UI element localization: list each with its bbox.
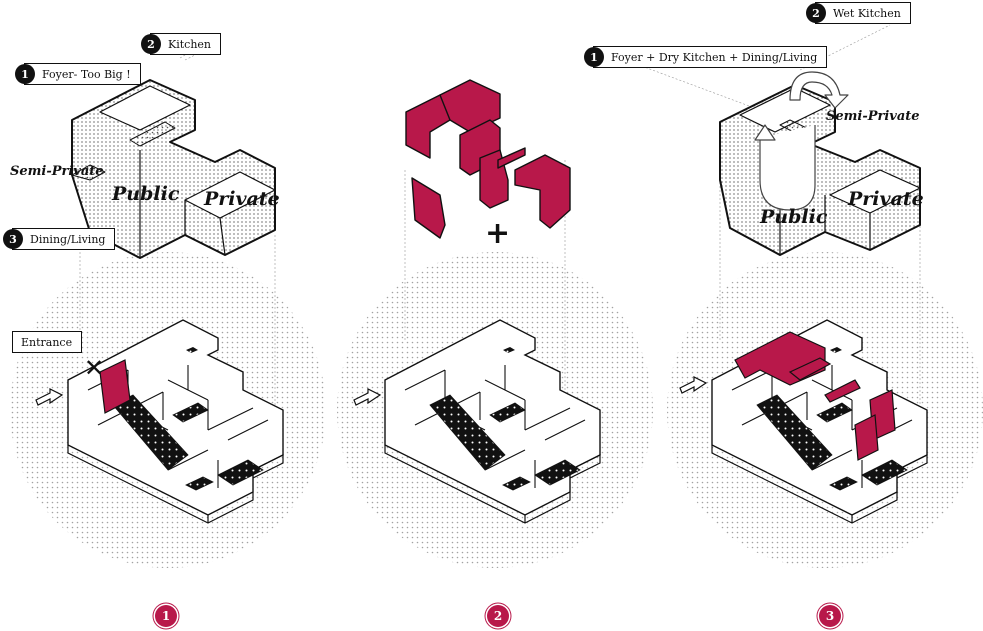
plus-sign: + bbox=[485, 216, 511, 251]
red-furniture-on-plan-3 bbox=[734, 331, 896, 461]
zone-public-3: Public bbox=[760, 206, 828, 228]
callout-wet-kitchen: 2 Wet Kitchen bbox=[806, 2, 911, 24]
entrance-label: Entrance bbox=[12, 331, 83, 353]
cross-mark-icon: ✕ bbox=[84, 354, 105, 382]
callout-kitchen: 2 Kitchen bbox=[141, 33, 221, 55]
entrance-arrow-icon bbox=[35, 376, 708, 406]
zone-private-1: Private bbox=[204, 188, 280, 210]
red-wall-panel-1 bbox=[99, 359, 131, 414]
callout-foyer-dry-kitchen: 1 Foyer + Dry Kitchen + Dining/Living bbox=[584, 46, 828, 68]
callout-dining-living: 3 Dining/Living bbox=[3, 228, 116, 250]
furniture-pieces bbox=[405, 79, 571, 239]
callout-foyer: 1 Foyer- Too Big ! bbox=[15, 63, 141, 85]
step-badge-2: 2 bbox=[487, 605, 509, 627]
massing-model-3 bbox=[719, 71, 921, 256]
step-badge-1: 1 bbox=[155, 605, 177, 627]
zone-private-3: Private bbox=[848, 188, 924, 210]
zone-semi-private-3: Semi-Private bbox=[826, 109, 920, 124]
zone-semi-private-1: Semi-Private bbox=[10, 164, 104, 179]
step-badge-3: 3 bbox=[819, 605, 841, 627]
zone-public-1: Public bbox=[112, 183, 180, 205]
